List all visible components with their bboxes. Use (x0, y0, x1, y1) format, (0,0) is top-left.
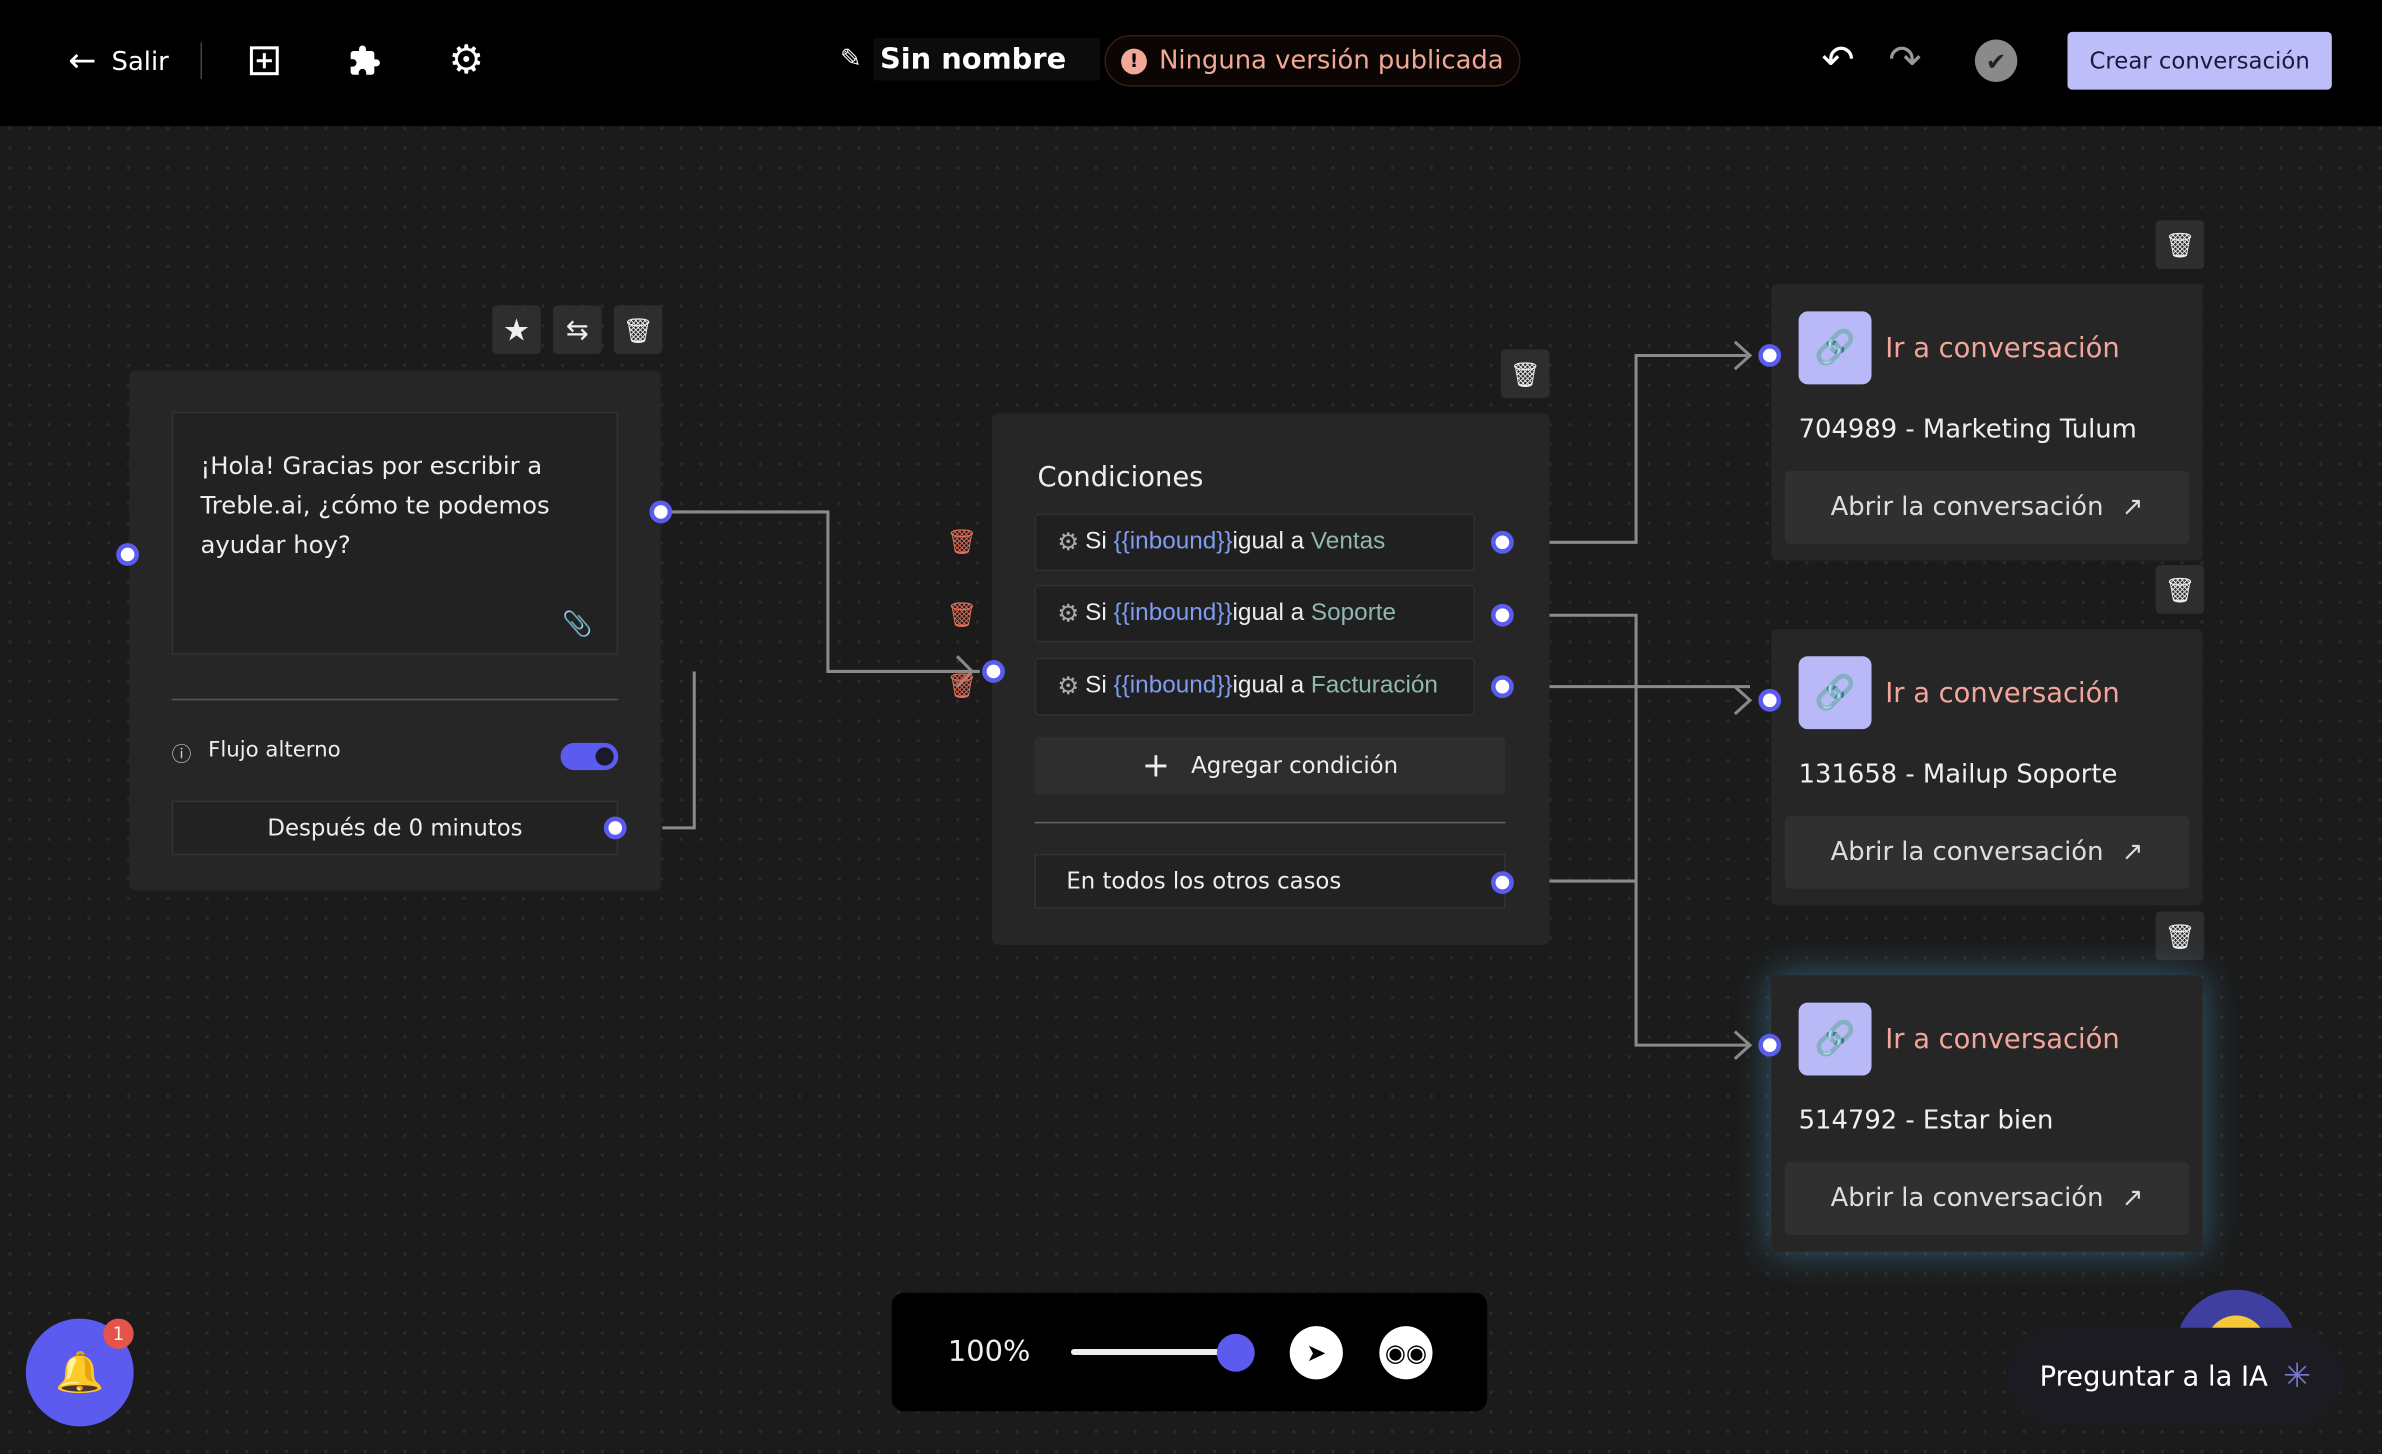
conditions-title: Condiciones (1037, 461, 1204, 494)
trash-icon: 🗑 (622, 315, 654, 345)
bell-icon: 🔔 (55, 1349, 105, 1396)
delete-goto-1-button[interactable]: 🗑 (2155, 220, 2205, 269)
alt-flow-toggle[interactable] (560, 742, 619, 771)
condition-3-handle[interactable] (1490, 675, 1514, 699)
settings-button[interactable]: ⚙ (445, 37, 488, 84)
delay-field[interactable]: Después de 0 minutos (171, 800, 619, 856)
goto-node[interactable]: 🔗 Ir a conversación 704989 - Marketing T… (1771, 284, 2203, 561)
linked-document-icon: 🔗 (1798, 1002, 1872, 1076)
trash-icon: 🗑 (2164, 574, 2196, 604)
favorite-button[interactable]: ★ (492, 305, 541, 354)
swap-button[interactable]: ⇆ (552, 305, 602, 354)
notification-badge: 1 (103, 1318, 134, 1349)
message-input-handle[interactable] (116, 543, 139, 566)
ask-ai-button[interactable]: Preguntar a la IA ✳ (2008, 1327, 2343, 1425)
delete-node-button[interactable]: 🗑 (613, 305, 663, 354)
undo-icon: ↶ (1821, 37, 1855, 84)
arrowheads (955, 340, 1753, 1060)
create-conversation-button[interactable]: Crear conversación (2067, 31, 2332, 90)
alert-icon: ! (1121, 47, 1147, 74)
binoculars-icon: ◉◉ (1384, 1338, 1428, 1368)
delete-condition-3-icon[interactable]: 🗑 (946, 671, 978, 701)
edge-delay-to-conditions (662, 671, 696, 830)
condition-row[interactable]: ⚙Si {{inbound}}igual a Ventas (1034, 513, 1476, 572)
open-conversation-button[interactable]: Abrir la conversación↗ (1784, 470, 2190, 544)
share-arrow-icon: ↗ (2121, 1183, 2144, 1214)
goto-node[interactable]: 🔗 Ir a conversación 131658 - Mailup Sopo… (1771, 628, 2203, 906)
gear-icon: ⚙ (1057, 601, 1080, 628)
condition-2-handle[interactable] (1490, 603, 1514, 627)
swap-icon: ⇆ (565, 313, 589, 346)
plus-square-icon (249, 46, 279, 76)
delete-goto-3-button[interactable]: 🗑 (2155, 911, 2205, 961)
edge-message-to-conditions (660, 510, 980, 673)
trash-icon: 🗑 (2164, 921, 2196, 951)
conditions-node[interactable]: Condiciones ⚙Si {{inbound}}igual a Venta… (991, 413, 1550, 945)
puzzle-button[interactable] (343, 39, 386, 82)
share-arrow-icon: ↗ (2121, 492, 2144, 523)
notifications-button[interactable]: 🔔 1 (25, 1318, 134, 1427)
top-bar: ← Salir ⚙ ✎ Sin nombre ! Ninguna versión… (0, 0, 2382, 127)
goto-2-input-handle[interactable] (1758, 688, 1782, 712)
divider (200, 42, 203, 79)
plus-icon: + (1141, 746, 1170, 785)
trash-icon: 🗑 (1509, 359, 1541, 389)
linked-document-icon: 🔗 (1798, 311, 1872, 385)
open-conversation-button[interactable]: Abrir la conversación↗ (1784, 815, 2190, 889)
condition-row[interactable]: ⚙Si {{inbound}}igual a Soporte (1034, 584, 1476, 643)
redo-icon: ↷ (1888, 37, 1922, 84)
share-arrow-icon: ↗ (2121, 837, 2144, 868)
divider (171, 698, 619, 701)
add-node-button[interactable] (243, 39, 286, 82)
condition-1-handle[interactable] (1490, 530, 1514, 554)
trash-icon: 🗑 (2164, 230, 2196, 260)
puzzle-icon (350, 45, 380, 75)
condition-row[interactable]: ⚙Si {{inbound}}igual a Facturación (1034, 657, 1476, 716)
conditions-input-handle[interactable] (982, 660, 1005, 683)
delay-output-handle[interactable] (603, 816, 627, 840)
edge-soporte (1549, 613, 1751, 1047)
attachment-icon[interactable]: 📎 (562, 609, 593, 639)
goto-3-input-handle[interactable] (1758, 1033, 1782, 1057)
delete-conditions-button[interactable]: 🗑 (1500, 349, 1550, 399)
message-output-handle[interactable] (649, 500, 673, 524)
ai-network-icon: ✳ (2283, 1357, 2312, 1396)
pencil-icon: ✎ (840, 44, 862, 75)
zoom-level: 100% (947, 1335, 1031, 1369)
validate-button[interactable]: ✔ (1974, 39, 2018, 83)
arrow-left-icon: ← (68, 42, 97, 81)
zoom-slider[interactable] (1070, 1348, 1239, 1356)
status-badge: ! Ninguna versión publicada (1104, 34, 1521, 87)
edge-ventas (1549, 353, 1751, 544)
delete-condition-1-icon[interactable]: 🗑 (946, 527, 978, 556)
divider (1034, 821, 1506, 824)
delete-condition-2-icon[interactable]: 🗑 (946, 600, 978, 629)
flow-name[interactable]: ✎ Sin nombre (840, 37, 1100, 81)
zoom-toolbar: 100% ➤ ◉◉ (891, 1292, 1488, 1412)
check-icon: ✔ (1985, 46, 2007, 76)
find-button[interactable]: ◉◉ (1379, 1326, 1433, 1380)
gear-icon: ⚙ (448, 37, 485, 84)
goto-1-input-handle[interactable] (1758, 344, 1782, 367)
gear-icon: ⚙ (1057, 674, 1080, 701)
open-conversation-button[interactable]: Abrir la conversación↗ (1784, 1162, 2190, 1236)
exit-button[interactable]: ← Salir (68, 42, 169, 81)
message-textarea[interactable]: ¡Hola! Gracias por escribir a Treble.ai,… (171, 411, 619, 655)
gear-icon: ⚙ (1057, 530, 1080, 556)
pointer-tool-button[interactable]: ➤ (1289, 1326, 1343, 1380)
star-icon: ★ (502, 311, 531, 348)
add-condition-button[interactable]: +Agregar condición (1034, 736, 1506, 795)
linked-document-icon: 🔗 (1798, 656, 1872, 730)
redo-button[interactable]: ↷ (1884, 37, 1927, 84)
else-field[interactable]: En todos los otros casos (1034, 853, 1506, 909)
else-handle[interactable] (1490, 871, 1514, 894)
info-icon: ⓘ (171, 744, 192, 768)
goto-node-selected[interactable]: 🔗 Ir a conversación 514792 - Estar bien … (1771, 975, 2203, 1252)
zoom-slider-thumb[interactable] (1216, 1333, 1255, 1372)
cursor-icon: ➤ (1306, 1338, 1327, 1368)
undo-button[interactable]: ↶ (1817, 37, 1860, 84)
delete-goto-2-button[interactable]: 🗑 (2155, 565, 2205, 614)
message-node[interactable]: ¡Hola! Gracias por escribir a Treble.ai,… (129, 370, 661, 891)
